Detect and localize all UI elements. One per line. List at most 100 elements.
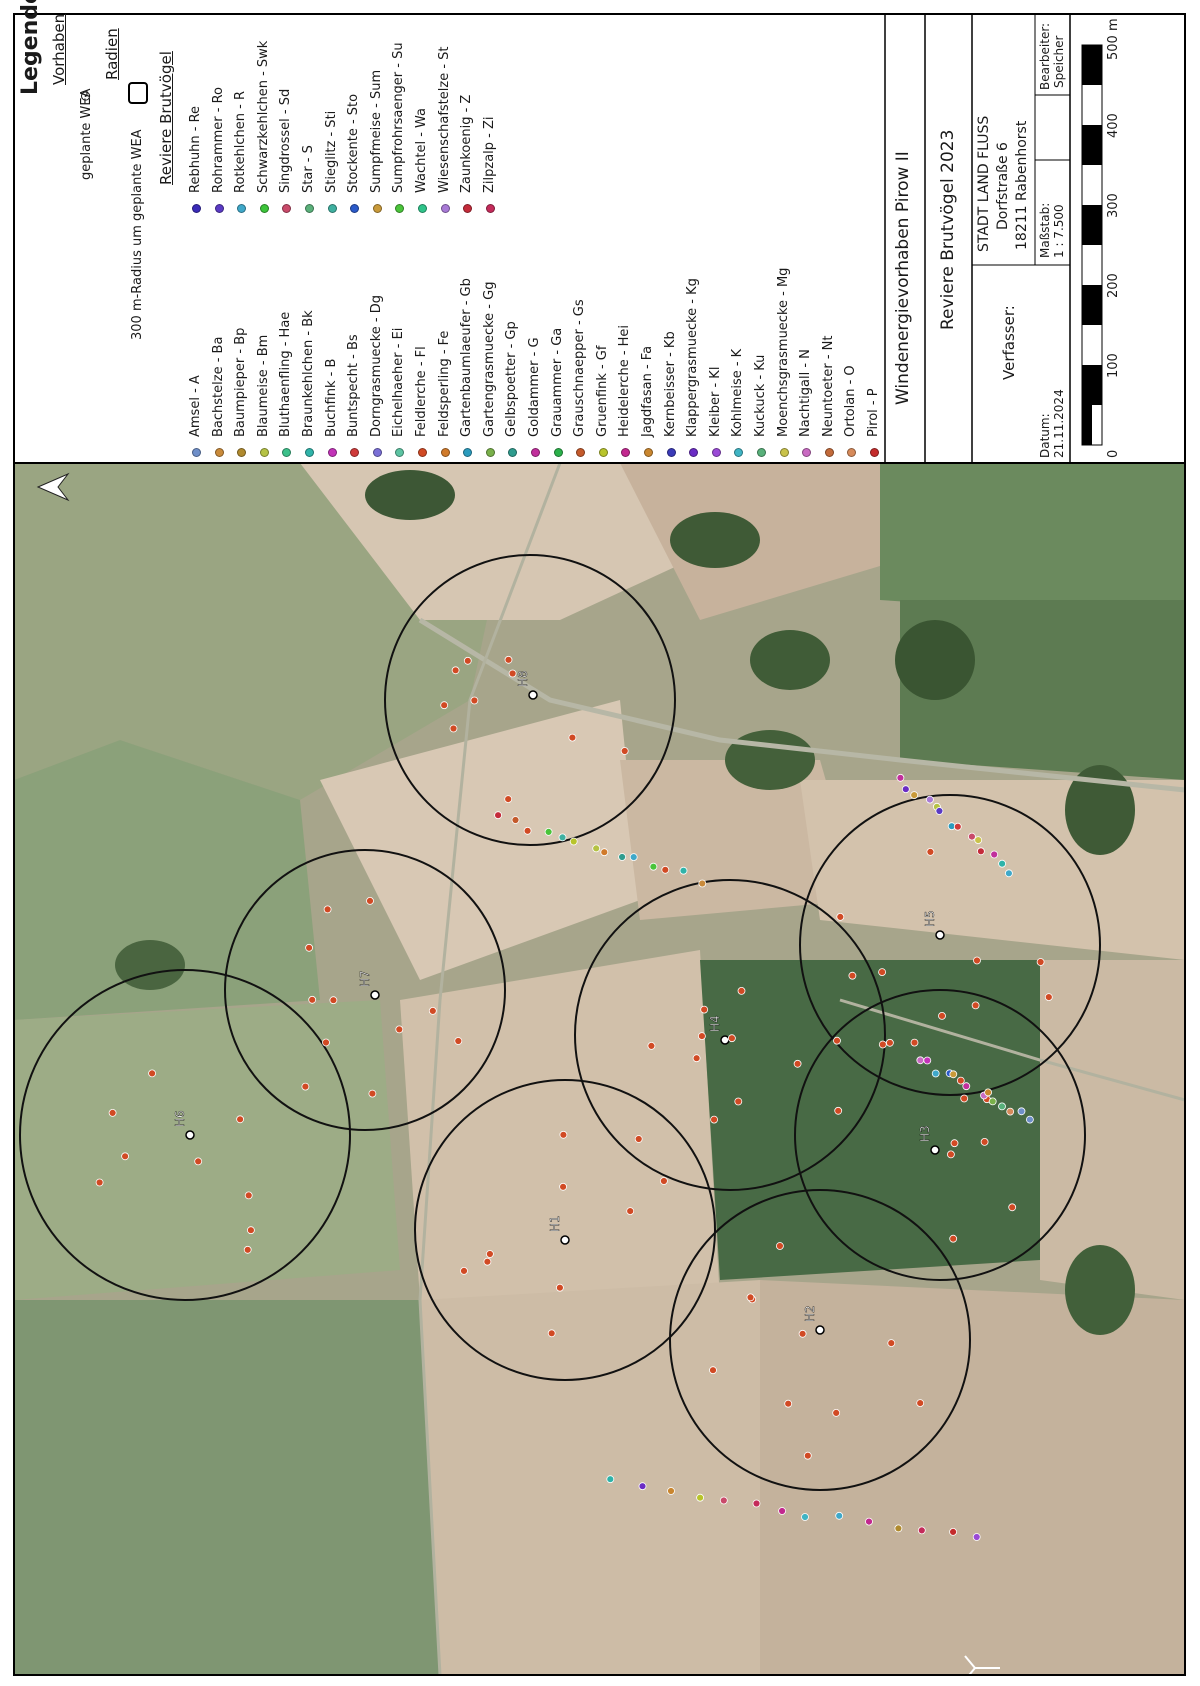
species-color-dot bbox=[418, 204, 427, 213]
legend-title: Legende bbox=[18, 0, 43, 95]
species-label: Rebhuhn - Re bbox=[188, 105, 203, 193]
territory-dot bbox=[523, 826, 532, 835]
species-color-dot bbox=[282, 448, 292, 457]
species-color-dot bbox=[824, 448, 834, 457]
species-color-dot bbox=[757, 448, 766, 457]
territory-dot bbox=[544, 828, 553, 836]
territory-dot bbox=[865, 1517, 873, 1526]
territory-dot bbox=[886, 1038, 894, 1047]
species-color-dot bbox=[192, 204, 201, 213]
species-label: Blaumeise - Bm bbox=[255, 334, 271, 437]
species-label: Dorngrasmuecke - Dg bbox=[368, 295, 384, 437]
species-color-dot bbox=[327, 204, 337, 213]
territory-dot bbox=[977, 847, 985, 856]
territory-dot bbox=[667, 1487, 675, 1495]
territory-dot bbox=[1006, 1107, 1015, 1116]
species-color-dot bbox=[485, 448, 495, 457]
species-label: Nachtigall - N bbox=[798, 349, 814, 437]
territory-dot bbox=[449, 724, 458, 733]
territory-dot bbox=[719, 1496, 728, 1505]
scale-tick-label: 200 bbox=[1106, 273, 1121, 298]
species-label: Bachstelze - Ba bbox=[210, 336, 226, 437]
territory-dots bbox=[95, 655, 1053, 1541]
turbine-label: H4 bbox=[708, 1015, 722, 1032]
territory-dot bbox=[887, 1339, 896, 1347]
turbine-marker-icon bbox=[930, 1145, 940, 1155]
species-label: Kuckuck - Ku bbox=[753, 354, 768, 437]
species-color-dot bbox=[305, 204, 314, 213]
species-color-dot bbox=[485, 204, 495, 213]
scale-value: 1 : 7.500 bbox=[1052, 204, 1066, 258]
territory-dot bbox=[974, 836, 983, 844]
species-label: Zilpzalp - Zi bbox=[481, 116, 497, 193]
territory-dot bbox=[440, 701, 449, 710]
territory-dot bbox=[592, 844, 601, 853]
species-label: Wiesenschafstelze - St bbox=[436, 46, 452, 194]
territory-dot bbox=[647, 1042, 656, 1050]
territory-dot bbox=[848, 971, 857, 980]
turbine-label: H8 bbox=[516, 670, 530, 687]
territory-dot bbox=[569, 837, 578, 846]
legend-section-reviere: Reviere Brutvögel bbox=[157, 51, 175, 185]
territory-dot bbox=[752, 1499, 761, 1508]
species-color-dot bbox=[237, 204, 247, 213]
territory-dot bbox=[878, 968, 886, 976]
species-label: Gartenbaumlaeufer - Gb bbox=[459, 278, 475, 437]
species-color-dot bbox=[870, 448, 879, 457]
territory-dot bbox=[878, 1040, 887, 1049]
species-color-dot bbox=[418, 448, 427, 457]
territory-dot bbox=[600, 848, 609, 857]
turbine-marker-icon bbox=[528, 690, 538, 700]
species-label: Jagdfasan - Fa bbox=[640, 345, 655, 437]
territory-dot bbox=[508, 669, 517, 678]
territory-dot bbox=[980, 1138, 989, 1146]
species-color-dot bbox=[666, 448, 676, 457]
species-label: Bluthaenfling - Hae bbox=[278, 311, 294, 437]
scale-bar bbox=[1081, 44, 1103, 446]
species-label: Kohlmeise - K bbox=[730, 348, 746, 437]
species-color-dot bbox=[440, 448, 450, 457]
species-label: Buntspecht - Bs bbox=[346, 334, 362, 437]
species-color-dot bbox=[305, 448, 314, 457]
territory-dot bbox=[1026, 1115, 1034, 1124]
species-label: Rohrammer - Ro bbox=[210, 87, 226, 193]
territory-dot bbox=[1017, 1107, 1026, 1116]
territory-dot bbox=[194, 1157, 203, 1166]
scale-tick-label: 0 bbox=[1106, 449, 1121, 458]
date-value: 21.11.2024 bbox=[1052, 389, 1066, 458]
territory-dot bbox=[620, 747, 629, 755]
territory-dot bbox=[1044, 993, 1053, 1001]
turbine-marker-icon bbox=[185, 1130, 195, 1140]
species-label: Kernbeisser - Kb bbox=[662, 331, 678, 437]
territory-dot bbox=[953, 822, 962, 831]
territory-dot bbox=[1036, 958, 1045, 966]
turbine-marker-icon bbox=[370, 990, 380, 1000]
species-color-dot bbox=[779, 448, 789, 457]
territory-dot bbox=[1005, 869, 1013, 878]
territory-dot bbox=[559, 1130, 568, 1139]
author-label: Verfasser: bbox=[1000, 305, 1018, 380]
territory-dot bbox=[1008, 1203, 1017, 1212]
species-label: Schwarzkehlchen - Swk bbox=[255, 40, 271, 193]
species-label: Sumpfmeise - Sum bbox=[368, 69, 384, 193]
territory-dot bbox=[696, 1493, 704, 1502]
scale-label: Maßstab: bbox=[1038, 202, 1052, 258]
species-color-dot bbox=[508, 448, 518, 457]
territory-dot bbox=[243, 1245, 252, 1254]
territory-dot bbox=[451, 666, 460, 675]
species-color-dot bbox=[689, 448, 699, 457]
territory-dot bbox=[428, 1007, 437, 1015]
territory-dot bbox=[460, 1267, 468, 1275]
legend-wea-label: geplante WEA bbox=[79, 88, 94, 180]
territory-dot bbox=[931, 1069, 940, 1078]
scale-tick-label: 100 bbox=[1106, 353, 1121, 378]
territory-dot bbox=[778, 1507, 786, 1515]
editor-value: Speicher bbox=[1052, 35, 1066, 88]
species-color-dot bbox=[395, 448, 405, 457]
territory-dot bbox=[547, 1329, 556, 1338]
territory-dot bbox=[634, 1135, 643, 1143]
territory-dot bbox=[835, 1511, 844, 1520]
territory-dot bbox=[901, 785, 910, 794]
